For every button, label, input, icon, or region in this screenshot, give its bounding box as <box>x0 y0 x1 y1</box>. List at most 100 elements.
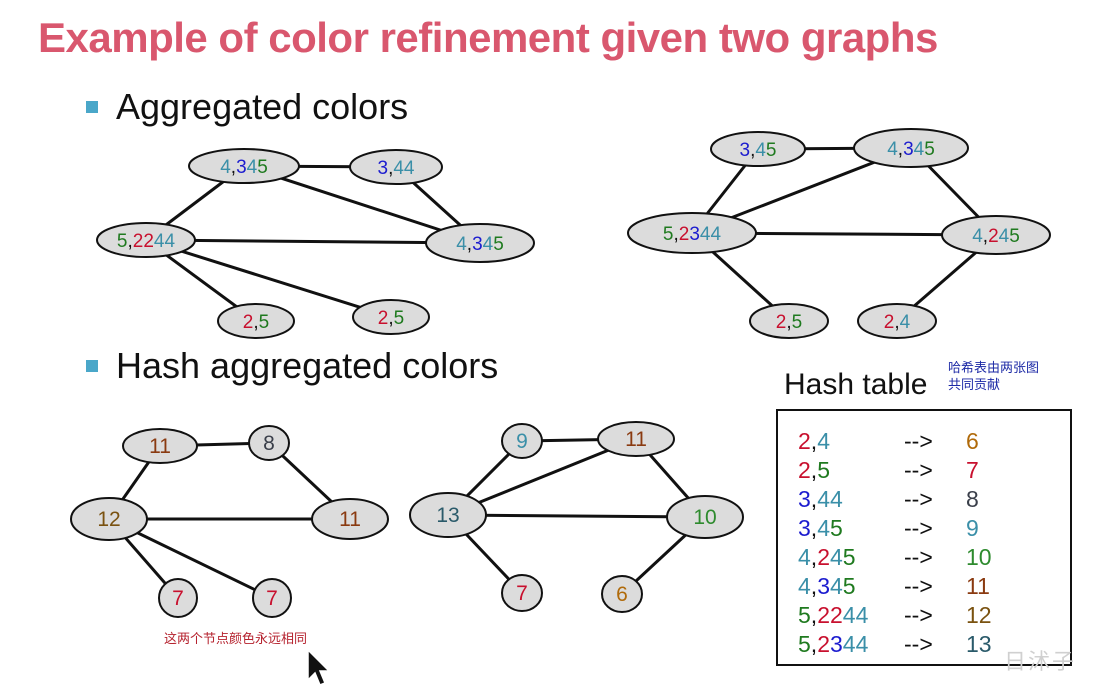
graph-node: 2,4 <box>857 303 937 339</box>
node-label-part: 4 <box>165 231 176 252</box>
node-label: 12 <box>97 508 120 531</box>
node-label-part: , <box>898 139 903 160</box>
node-ellipse <box>158 578 198 618</box>
node-label-part: 5 <box>792 312 803 333</box>
hash-table-row: 3,45-->9 <box>798 514 1048 542</box>
graph-node: 6 <box>601 575 643 613</box>
hash-key-part: , <box>810 544 818 570</box>
node-label-part: 4 <box>483 234 494 255</box>
bullet-text: Hash aggregated colors <box>116 345 499 386</box>
node-label-part: 4 <box>154 231 165 252</box>
node-label-part: 4 <box>972 226 983 247</box>
hash-table-row: 4,345-->11 <box>798 572 1048 600</box>
graph-edge <box>447 513 706 519</box>
hash-key-part: , <box>810 457 818 483</box>
graph-node: 2,5 <box>352 299 430 335</box>
bullet-aggregated: Aggregated colors <box>86 86 408 128</box>
node-label-part: 4 <box>999 226 1010 247</box>
hash-table-row: 2,5-->7 <box>798 456 1048 484</box>
hash-arrow: --> <box>904 573 933 599</box>
hash-key-part: 4 <box>842 631 856 657</box>
node-label: 7 <box>516 582 528 605</box>
graph-node: 11 <box>122 428 198 464</box>
node-label-part: 3 <box>472 234 483 255</box>
node-label-part: , <box>894 312 899 333</box>
mouse-cursor-icon <box>307 648 331 686</box>
graph-node: 7 <box>252 578 292 618</box>
graph-node: 4,345 <box>188 148 300 184</box>
graph-node: 11 <box>311 498 389 540</box>
hash-value: 12 <box>966 602 992 628</box>
node-label-part: 4 <box>755 140 766 161</box>
node-label-part: , <box>983 226 988 247</box>
node-ellipse <box>710 131 806 167</box>
node-label-part: 5 <box>394 308 405 329</box>
node-label-part: 2 <box>243 312 254 333</box>
node-label-part: 4 <box>247 157 258 178</box>
hash-key-part: 2 <box>817 631 830 657</box>
hash-key-part: 4 <box>798 544 811 570</box>
hash-key-part: , <box>810 486 818 512</box>
node-label-part: 3 <box>377 158 388 179</box>
graph-node: 10 <box>666 495 744 539</box>
node-ellipse <box>409 492 487 538</box>
node-label-part: 3 <box>689 224 700 245</box>
node-ellipse <box>749 303 829 339</box>
hashed-graph-2: 9 11 13 10 7 6 <box>409 421 744 613</box>
hash-key-part: 3 <box>798 515 811 541</box>
node-label-part: 5 <box>663 224 674 245</box>
hash-key-part: , <box>810 428 818 454</box>
hash-key-part: 4 <box>829 573 843 599</box>
node-label: 11 <box>149 435 171 458</box>
graph-node: 3,44 <box>349 149 443 185</box>
node-ellipse <box>501 574 543 612</box>
hash-key-part: 4 <box>798 573 811 599</box>
node-label-part: 2 <box>143 231 154 252</box>
node-ellipse <box>70 497 148 541</box>
node-label-part: 3 <box>739 140 750 161</box>
hash-arrow: --> <box>904 428 933 454</box>
node-label-part: 4 <box>404 158 415 179</box>
node-ellipse <box>425 223 535 263</box>
node-label: 7 <box>172 587 184 610</box>
hash-key-part: , <box>810 573 818 599</box>
node-ellipse <box>597 421 675 457</box>
hash-table-note-line: 哈希表由两张图 <box>948 361 1040 376</box>
hash-key: 4,245 <box>798 543 856 571</box>
node-label: 4,345 <box>887 139 935 160</box>
hash-value: 6 <box>966 428 979 454</box>
graph-node: 8 <box>248 425 290 461</box>
hash-table-title: Hash table <box>784 368 928 401</box>
hash-key-part: 3 <box>798 486 811 512</box>
graph-node: 5,2344 <box>627 212 757 254</box>
node-label-part: , <box>467 234 472 255</box>
node-label-part: , <box>253 312 258 333</box>
hash-table-note-line: 共同贡献 <box>948 378 1001 393</box>
node-label: 2,5 <box>243 312 269 333</box>
hash-table-row: 5,2244-->12 <box>798 601 1048 629</box>
hash-arrow: --> <box>904 486 933 512</box>
node-label-part: 4 <box>393 158 404 179</box>
node-ellipse <box>857 303 937 339</box>
hash-key-part: , <box>810 602 818 628</box>
hash-key-part: 4 <box>829 486 843 512</box>
graph-node: 5,2244 <box>96 222 196 258</box>
hash-key-part: 2 <box>817 544 830 570</box>
node-label: 7 <box>266 587 278 610</box>
node-label-part: 5 <box>257 157 268 178</box>
node-label: 11 <box>625 428 647 451</box>
graph-node: 7 <box>158 578 198 618</box>
hash-key: 3,45 <box>798 514 843 542</box>
node-label-part: 2 <box>133 231 144 252</box>
hashed-graph-1: 11 8 12 11 7 7 <box>70 425 389 618</box>
node-label: 9 <box>516 430 528 453</box>
slide-title: Example of color refinement given two gr… <box>38 14 938 61</box>
graph-edge <box>145 238 392 319</box>
graph-node: 13 <box>409 492 487 538</box>
node-label-part: 5 <box>924 139 935 160</box>
node-label-part: 4 <box>711 224 722 245</box>
hash-table-note: 哈希表由两张图 共同贡献 <box>948 360 1039 394</box>
node-label-part: 2 <box>378 308 389 329</box>
